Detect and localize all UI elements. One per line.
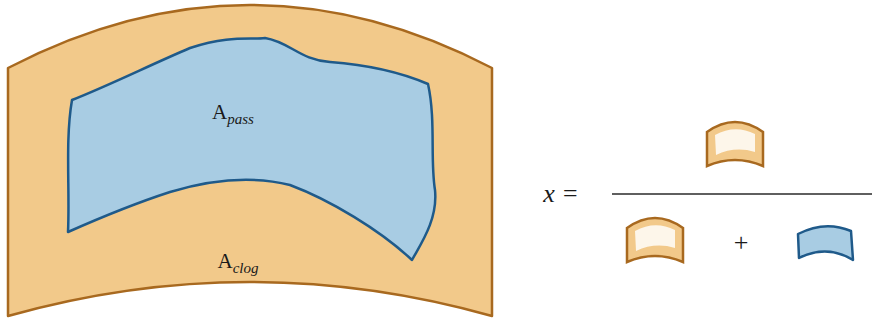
pass-icon: [798, 226, 853, 260]
clog-icon-band: [707, 122, 763, 166]
clog-icon-void: [635, 225, 675, 251]
clog-icon-void: [715, 129, 755, 155]
fraction-bar: [612, 193, 872, 195]
clog-band: Aclog Apass: [0, 0, 500, 320]
area-label: Aclog: [218, 249, 259, 274]
pass-region: Apass: [65, 35, 440, 265]
pass-region-outline: [65, 35, 440, 265]
area-label: Apass: [212, 100, 254, 125]
plus-sign: +: [734, 227, 749, 258]
clog-icon-band: [627, 218, 683, 262]
pass-region-shape: [68, 38, 435, 260]
clog-icon: [627, 218, 683, 262]
equation-lhs: x =: [543, 178, 579, 209]
pass-icon-shape: [798, 226, 853, 260]
clog-icon: [707, 122, 763, 166]
clog-band-shape: [8, 5, 492, 316]
